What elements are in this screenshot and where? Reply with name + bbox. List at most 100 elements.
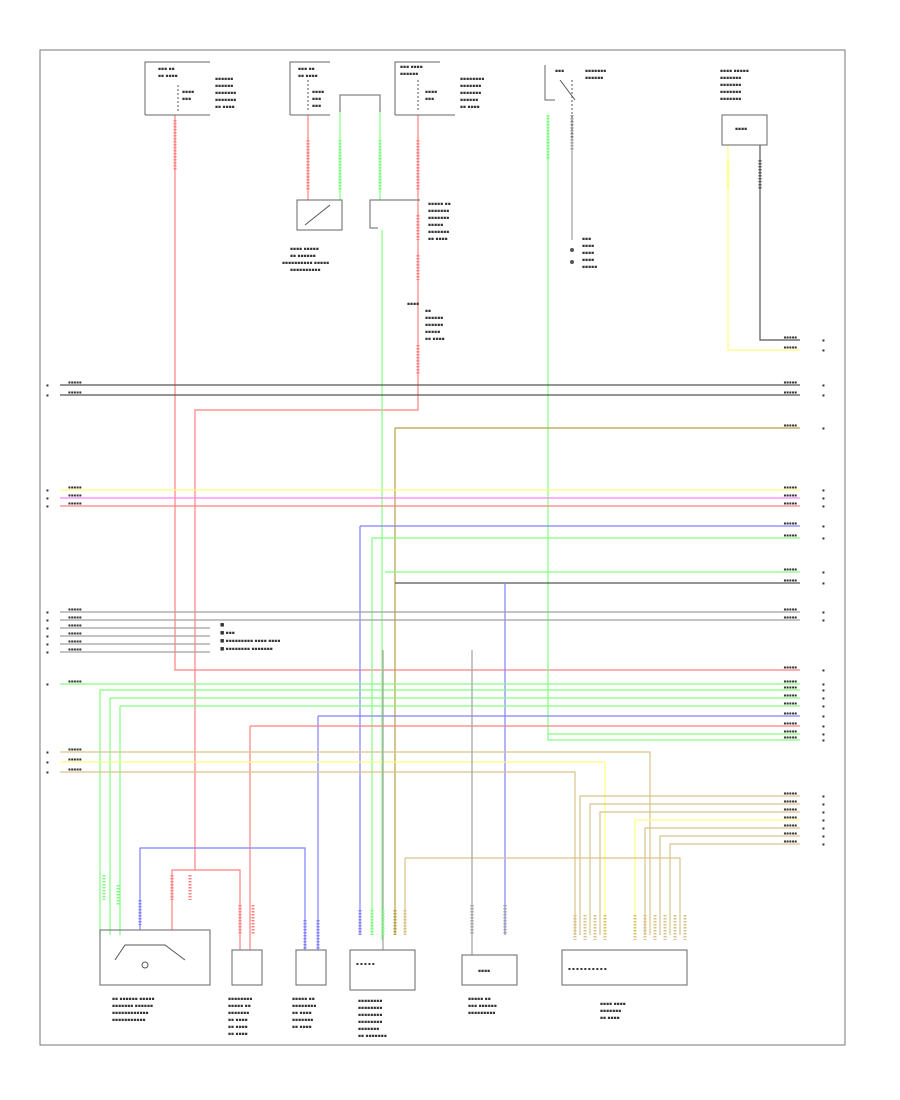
svg-text:▪▪▪▪▪: ▪▪▪▪▪ (582, 265, 597, 270)
svg-text:▪▪▪▪▪ ▪▪: ▪▪▪▪▪ ▪▪ (292, 997, 315, 1002)
wire-label-lp-10: ▪ (46, 650, 49, 655)
svg-text:■ ▪▪▪: ■ ▪▪▪ (220, 631, 235, 636)
wire-label-rp-20: ▪ (822, 724, 825, 729)
edge-labels: ▪▪▪▪▪▪▪▪▪▪▪▪▪▪▪▪▪▪▪▪▪▪▪▪▪▪▪▪▪▪▪▪▪▪▪▪▪▪▪▪… (46, 335, 825, 847)
wire-label-rp-1: ▪ (822, 348, 825, 353)
wire-label-rp-25: ▪ (822, 810, 825, 815)
wire-label-r-5: ▪▪▪▪▪ (783, 485, 797, 490)
svg-text:▪▪▪▪▪ ▪▪: ▪▪▪▪▪ ▪▪ (468, 997, 491, 1002)
wire-label-l-3: ▪▪▪▪▪ (68, 493, 82, 498)
wire-label-lp-8: ▪ (46, 634, 49, 639)
wire-label-lp-12: ▪ (46, 750, 49, 755)
wire-label-l-14: ▪▪▪▪▪ (68, 767, 82, 772)
wire-label-rp-24: ▪ (822, 802, 825, 807)
svg-text:▪▪ ▪▪▪▪: ▪▪ ▪▪▪▪ (158, 74, 178, 79)
svg-text:▪▪▪ ▪▪: ▪▪▪ ▪▪ (158, 67, 175, 72)
wire-label-rp-10: ▪ (822, 570, 825, 575)
svg-text:▪▪▪▪▪▪: ▪▪▪▪▪▪ (425, 316, 443, 321)
svg-text:▪▪▪▪▪▪▪: ▪▪▪▪▪▪▪ (720, 83, 741, 88)
wire-label-lp-1: ▪ (46, 393, 49, 398)
wire-label-rp-7: ▪ (822, 504, 825, 509)
svg-text:▪▪▪▪▪▪▪▪: ▪▪▪▪▪▪▪▪ (358, 1006, 382, 1011)
wire-r-tan-1 (589, 803, 800, 935)
svg-text:▪▪▪▪▪▪: ▪▪▪▪▪▪ (460, 98, 478, 103)
svg-text:▪▪ ▪▪▪▪: ▪▪ ▪▪▪▪ (298, 74, 318, 79)
svg-text:▪▪▪▪▪▪▪: ▪▪▪▪▪▪▪ (428, 230, 449, 235)
wire-label-r-9: ▪▪▪▪▪ (783, 533, 797, 538)
connector-marks (102, 115, 762, 950)
wire-label-l-12: ▪▪▪▪▪ (68, 747, 82, 752)
wire-label-lp-4: ▪ (46, 504, 49, 509)
svg-text:▪▪▪▪▪▪▪: ▪▪▪▪▪▪▪ (358, 1027, 379, 1032)
svg-text:▪▪▪▪▪▪: ▪▪▪▪▪▪ (425, 323, 443, 328)
wire-label-r-0: ▪▪▪▪▪ (783, 335, 797, 340)
wire-label-l-7: ▪▪▪▪▪ (68, 623, 82, 628)
svg-text:▪▪▪▪▪▪▪▪▪▪▪: ▪▪▪▪▪▪▪▪▪▪▪ (112, 1018, 146, 1023)
svg-text:▪▪▪▪▪▪▪: ▪▪▪▪▪▪▪ (720, 90, 741, 95)
wire-label-rp-27: ▪ (822, 826, 825, 831)
component-fuse-block-mid: ▪▪▪ ▪▪ ▪▪ ▪▪▪▪ ▪▪▪▪ ▪▪▪ ▪▪▪ (289, 61, 330, 116)
wire-label-rp-19: ▪ (822, 714, 825, 719)
svg-text:▪ ▪ ▪ ▪ ▪ ▪ ▪ ▪ ▪ ▪: ▪ ▪ ▪ ▪ ▪ ▪ ▪ ▪ ▪ ▪ (568, 966, 607, 971)
svg-text:▪▪▪ ▪▪: ▪▪▪ ▪▪ (298, 67, 315, 72)
wire-label-r-17: ▪▪▪▪▪ (783, 693, 797, 698)
svg-text:▪▪▪▪: ▪▪▪▪ (582, 251, 594, 256)
wire-label-r-13: ▪▪▪▪▪ (783, 615, 797, 620)
svg-text:▪▪▪▪▪: ▪▪▪▪▪ (425, 330, 440, 335)
wire-label-rp-6: ▪ (822, 496, 825, 501)
wire-label-rp-14: ▪ (822, 668, 825, 673)
wire-label-l-6: ▪▪▪▪▪ (68, 615, 82, 620)
svg-text:▪▪▪: ▪▪▪ (312, 104, 321, 109)
wire-r-tan-4 (644, 827, 800, 935)
component-ect-sensor: ▪▪▪▪▪▪▪▪ ▪▪▪▪▪ ▪▪ ▪▪▪▪▪▪▪ ▪▪ ▪▪▪▪ ▪▪ ▪▪▪… (228, 949, 263, 1037)
svg-text:▪▪ ▪▪▪▪: ▪▪ ▪▪▪▪ (428, 237, 448, 242)
wire-label-lp-14: ▪ (46, 770, 49, 775)
wire-r-tan-6 (669, 843, 800, 935)
wire-label-lp-3: ▪ (46, 496, 49, 501)
svg-text:▪▪▪▪▪▪▪▪: ▪▪▪▪▪▪▪▪ (358, 1020, 382, 1025)
wire-label-r-19: ▪▪▪▪▪ (783, 711, 797, 716)
svg-text:▪▪▪▪▪▪▪: ▪▪▪▪▪▪▪ (460, 84, 481, 89)
svg-text:▪▪▪: ▪▪▪ (425, 97, 434, 102)
component-data-link-connector: ▪▪▪▪ ▪▪▪▪ ▪▪▪▪▪ ▪▪▪▪▪▪▪ ▪▪▪▪▪▪▪ ▪▪▪▪▪▪▪ … (720, 69, 768, 146)
wire-label-rp-2: ▪ (822, 383, 825, 388)
wire-label-rp-21: ▪ (822, 732, 825, 737)
wire-label-lp-5: ▪ (46, 610, 49, 615)
wire-label-r-11: ▪▪▪▪▪ (783, 578, 797, 583)
wire-label-rp-8: ▪ (822, 524, 825, 529)
svg-text:▪▪▪▪▪▪▪▪: ▪▪▪▪▪▪▪▪ (228, 997, 252, 1002)
wire-label-l-4: ▪▪▪▪▪ (68, 501, 82, 506)
wire-red-main (174, 115, 800, 671)
wire-label-r-21: ▪▪▪▪▪ (783, 729, 797, 734)
component-junction-block: ▪▪▪▪▪ ▪▪ ▪▪▪▪▪▪▪ ▪▪▪▪▪▪▪ ▪▪▪▪▪ ▪▪▪▪▪▪▪ ▪… (369, 199, 451, 242)
wire-label-l-1: ▪▪▪▪▪ (68, 390, 82, 395)
svg-text:▪▪ ▪▪▪▪▪▪▪: ▪▪ ▪▪▪▪▪▪▪ (358, 1034, 387, 1039)
svg-text:■ ▪▪▪▪▪▪▪▪ ▪▪▪▪▪▪▪: ■ ▪▪▪▪▪▪▪▪ ▪▪▪▪▪▪▪ (220, 647, 273, 652)
wire-label-l-10: ▪▪▪▪▪ (68, 647, 82, 652)
svg-text:▪▪▪▪▪ ▪▪: ▪▪▪▪▪ ▪▪ (228, 1004, 251, 1009)
wire-label-lp-6: ▪ (46, 618, 49, 623)
svg-text:▪▪▪▪ ▪▪▪▪▪: ▪▪▪▪ ▪▪▪▪▪ (720, 69, 749, 74)
svg-text:▪▪▪▪: ▪▪▪▪ (182, 90, 194, 95)
wire-label-rp-17: ▪ (822, 696, 825, 701)
wire-label-rp-29: ▪ (822, 842, 825, 847)
wire-label-r-23: ▪▪▪▪▪ (783, 791, 797, 796)
wire-label-r-18: ▪▪▪▪▪ (783, 701, 797, 706)
wire-red-tps (171, 869, 195, 930)
wire-label-rp-11: ▪ (822, 581, 825, 586)
wire-label-r-15: ▪▪▪▪▪ (783, 679, 797, 684)
svg-text:▪▪▪: ▪▪▪ (582, 237, 591, 242)
svg-text:▪▪▪▪▪▪▪: ▪▪▪▪▪▪▪ (460, 91, 481, 96)
svg-text:▪ ▪ ▪ ▪ ▪: ▪ ▪ ▪ ▪ ▪ (356, 961, 375, 966)
component-fuse-block-left: ▪▪▪ ▪▪ ▪▪ ▪▪▪▪ ▪▪▪▪ ▪▪▪ ▪▪▪▪▪▪ ▪▪▪▪▪▪ ▪▪… (144, 61, 236, 116)
svg-text:▪▪▪▪ ▪▪▪▪▪: ▪▪▪▪ ▪▪▪▪▪ (290, 247, 319, 252)
component-iat-sensor: ▪▪▪▪▪ ▪▪ ▪▪▪▪▪▪▪▪ ▪▪ ▪▪▪▪ ▪▪▪▪▪▪▪ ▪▪ ▪▪▪… (292, 949, 327, 1030)
wire-label-lp-13: ▪ (46, 760, 49, 765)
svg-text:▪▪▪▪: ▪▪▪▪ (582, 244, 594, 249)
wire-label-lp-7: ▪ (46, 626, 49, 631)
svg-text:▪▪▪▪▪ ▪▪: ▪▪▪▪▪ ▪▪ (428, 202, 451, 207)
wire-label-r-4: ▪▪▪▪▪ (783, 423, 797, 428)
wire-label-r-29: ▪▪▪▪▪ (783, 839, 797, 844)
svg-text:▪▪▪▪▪▪: ▪▪▪▪▪▪ (215, 84, 233, 89)
wire-dark-dlc (759, 145, 800, 341)
